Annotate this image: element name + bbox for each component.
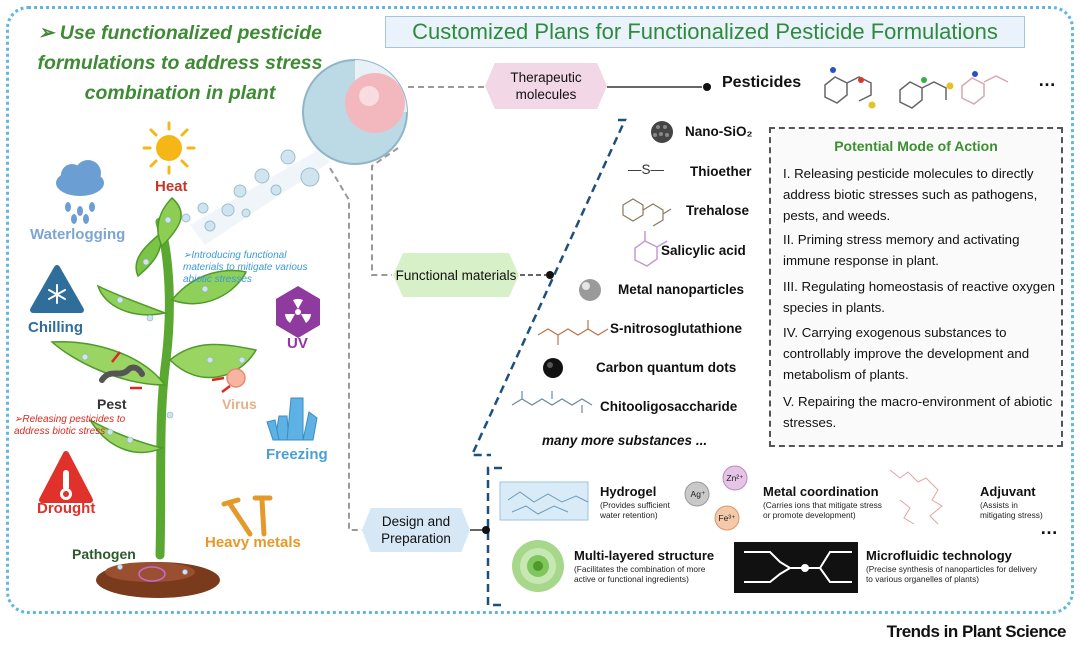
design-ellipsis: … — [1040, 518, 1058, 538]
stress-pathogen-label: Pathogen — [72, 546, 136, 562]
nanoparticle-illustration — [190, 59, 408, 245]
material-chitooligosaccharide: Chitooligosaccharide — [600, 399, 738, 414]
trehalose-molecule-icon — [622, 198, 672, 227]
stress-heat-label: Heat — [155, 178, 188, 195]
s-nitrosoglutathione-molecule-icon — [537, 320, 609, 345]
pesticides-label: Pesticides — [722, 74, 802, 91]
materials-more: many more substances ... — [542, 433, 708, 448]
design-microfluidic-title: Microfluidic technology — [866, 548, 1012, 563]
mode-of-action-box: Potential Mode of Action I. Releasing pe… — [769, 127, 1063, 447]
design-metal-desc: (Carries ions that mitigate stress or pr… — [763, 500, 882, 520]
design-adjuvant-desc: (Assists in mitigating stress) — [980, 500, 1043, 520]
stress-drought-label: Drought — [37, 500, 96, 517]
ion-fe: Fe³⁺ — [718, 513, 736, 523]
stress-freezing-label: Freezing — [266, 446, 328, 463]
stress-chilling-label: Chilling — [28, 319, 83, 336]
stress-uv-label: UV — [287, 335, 308, 352]
material-trehalose: Trehalose — [686, 203, 750, 218]
nano-sio2-icon — [651, 121, 673, 143]
salicylic-acid-molecule-icon — [634, 231, 668, 267]
category-design: Design and Preparation — [362, 508, 470, 552]
pesticides-ellipsis: … — [1038, 70, 1056, 90]
design-hydrogel-title: Hydrogel — [600, 484, 657, 499]
material-carbon-quantum-dots: Carbon quantum dots — [596, 360, 737, 375]
material-salicylic-acid: Salicylic acid — [661, 243, 746, 258]
materials-bracket — [470, 118, 627, 457]
hydrogel-icon — [499, 481, 589, 521]
pesticide-atoms — [830, 67, 978, 109]
pesticide-link-dot — [703, 83, 711, 91]
thioether-structure-icon: —S— — [628, 162, 665, 177]
figure-frame — [6, 6, 1074, 614]
stress-waterlogging-label: Waterlogging — [30, 226, 126, 243]
journal-brand: Trends in Plant Science — [886, 622, 1067, 641]
material-s-nitrosoglutathione: S-nitrosoglutathione — [610, 321, 742, 336]
sun-icon — [142, 121, 196, 175]
stress-heavy-metals-label: Heavy metals — [205, 534, 301, 551]
material-nano-sio2: Nano-SiO₂ — [685, 124, 753, 139]
bubble-particles — [181, 149, 320, 232]
design-hydrogel-desc: (Provides sufficient water retention) — [600, 500, 670, 520]
design-microfluidic-desc: (Precise synthesis of nanoparticles for … — [866, 564, 1038, 584]
connector-lines — [329, 86, 484, 531]
thermometer-icon — [39, 451, 93, 503]
category-therapeutic: Therapeutic molecules — [485, 63, 607, 109]
ion-zn: Zn²⁺ — [726, 473, 744, 483]
design-metal-title: Metal coordination — [763, 484, 879, 499]
carbon-quantum-dot-icon — [543, 358, 563, 378]
design-multilayer-title: Multi-layered structure — [574, 548, 715, 563]
stress-pest-label: Pest — [97, 396, 127, 412]
design-multilayer-desc: (Facilitates the combination of more act… — [574, 564, 706, 584]
left-title: ➢ Use functionalized pesticide formulati… — [37, 22, 323, 104]
mode-item-1: I. Releasing pesticide molecules to dire… — [783, 166, 1038, 223]
pesticide-molecule-art — [824, 75, 1009, 109]
stress-virus-label: Virus — [222, 396, 257, 412]
mode-item-5: V. Repairing the macro-environment of ab… — [783, 394, 1053, 430]
mode-item-4: IV. Carrying exogenous substances to con… — [783, 325, 1030, 382]
snowflake-warning-icon — [30, 265, 84, 313]
chitooligosaccharide-molecule-icon — [511, 391, 593, 413]
ice-crystal-icon — [266, 397, 318, 441]
material-metal-nanoparticles: Metal nanoparticles — [618, 282, 745, 297]
adjuvant-molecule-icon — [889, 469, 943, 525]
material-thioether: Thioether — [690, 164, 752, 179]
category-functional: Functional materials — [393, 253, 519, 297]
multilayer-sphere-icon — [512, 540, 564, 592]
main-title: Customized Plans for Functionalized Pest… — [385, 16, 1025, 48]
radiation-icon — [276, 286, 320, 338]
functional-materials-note: ➢Introducing functional materials to mit… — [183, 250, 308, 285]
plant-illustration — [50, 196, 258, 598]
microfluidic-chip-icon — [734, 542, 858, 593]
metal-nanoparticle-icon — [579, 279, 601, 301]
releasing-pesticides-note: ➢Releasing pesticides to address biotic … — [14, 414, 126, 437]
mode-item-2: II. Priming stress memory and activating… — [783, 232, 1020, 268]
ion-ag: Ag⁺ — [690, 489, 706, 499]
rain-cloud-icon — [56, 160, 104, 224]
metal-ion-icons — [684, 465, 748, 531]
mode-of-action-title: Potential Mode of Action — [834, 138, 998, 154]
nail-icon — [221, 495, 273, 537]
design-bracket — [486, 466, 502, 607]
design-adjuvant-title: Adjuvant — [980, 484, 1036, 499]
mode-item-3: III. Regulating homeostasis of reactive … — [783, 279, 1055, 315]
